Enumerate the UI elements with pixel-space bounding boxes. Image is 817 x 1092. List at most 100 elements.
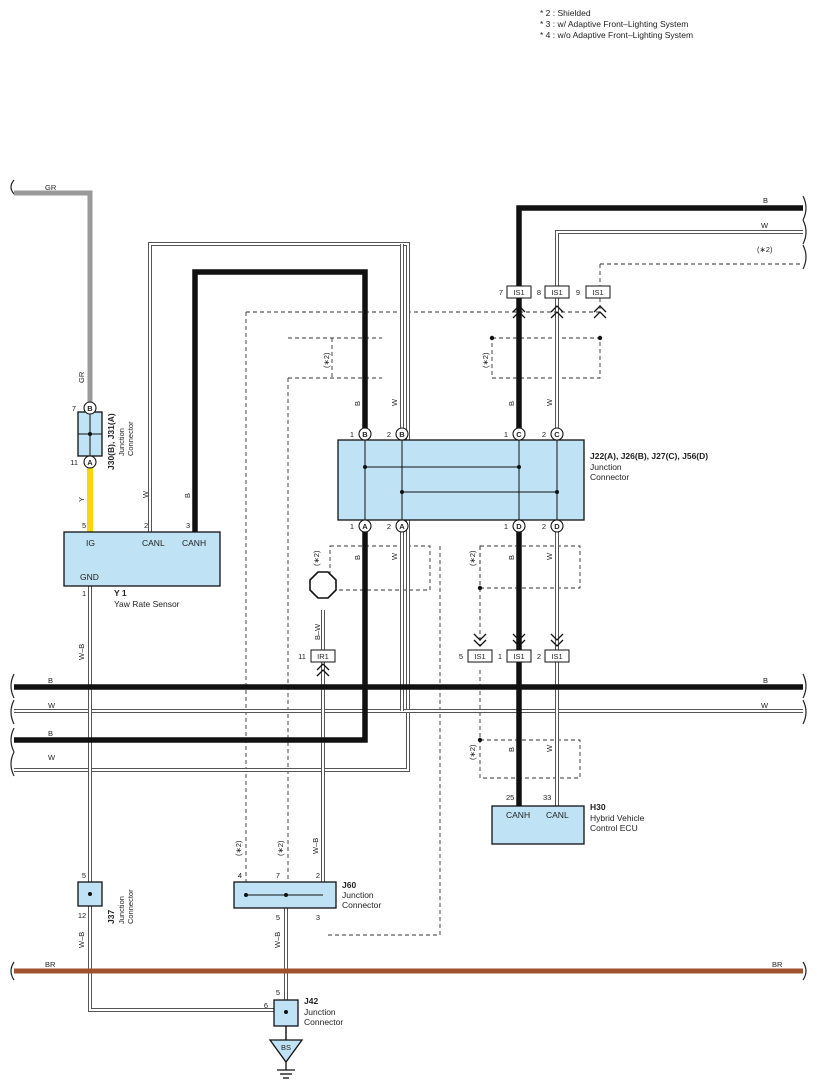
wire-label-w-right: W: [761, 701, 769, 710]
inline-connectors-is1-top: IS1 7 IS1 8 IS1 9: [499, 285, 611, 319]
j30-letter-top: B: [87, 404, 93, 413]
y1-name: Yaw Rate Sensor: [114, 599, 180, 609]
ground-bs: BS: [268, 1026, 304, 1079]
j22-bottom-pin-4-letter: D: [554, 522, 560, 531]
j42-id: J42: [304, 996, 318, 1006]
label-wb-ir1: W–B: [311, 838, 320, 854]
wire-label-b-left-2: B: [48, 729, 53, 738]
j22-id: J22(A), J26(B), J27(C), J56(D): [590, 451, 708, 461]
j60-pin-top-3: 2: [316, 871, 320, 880]
y1-pinnum-ig: 5: [82, 521, 86, 530]
j22-bottom-pin-3-num: 1: [504, 522, 508, 531]
j22-bottom-pins: A 1 A 2 D 1 D 2: [350, 519, 564, 533]
label-w-j22b2: W: [390, 398, 399, 406]
ground-label: BS: [281, 1043, 291, 1052]
inline-connector-ir1: IR1 11: [298, 571, 337, 677]
harness-labels: B W B W B W B W (∗2): [48, 196, 773, 762]
y1-pinnum-canl: 2: [144, 521, 148, 530]
label-w-j22a2: W: [390, 552, 399, 560]
label-shield-7: (∗2): [276, 840, 285, 856]
label-w-j22c2: W: [545, 398, 554, 406]
j30-name-1: Junction: [117, 428, 126, 456]
j30-id: J30(B), J31(A): [106, 413, 116, 470]
connector-j60: 4 7 2 5 3 J60 Junction Connector: [233, 871, 381, 922]
wire-gr: [14, 190, 93, 402]
j60-id: J60: [342, 880, 356, 890]
j22-top-pin-2-letter: B: [399, 430, 405, 439]
is1-top-2-label: IS1: [551, 288, 562, 297]
j22-top-pin-3-num: 1: [504, 430, 508, 439]
ir1-num: 11: [298, 652, 306, 661]
label-b-j22c1: B: [507, 401, 516, 406]
note-shielded: * 2 : Shielded: [540, 8, 591, 18]
j37-pin-bottom: 12: [78, 911, 86, 920]
j22-name-2: Connector: [590, 472, 629, 482]
h30-pin-canl: CANL: [546, 810, 569, 820]
j37-name-2: Connector: [126, 889, 135, 924]
label-bw: B–W: [313, 623, 322, 640]
wire-label-b-left-1: B: [48, 676, 53, 685]
component-y1-yaw-rate-sensor: IG CANL CANH GND 5 2 3 1 Y 1 Yaw Rate Se…: [63, 521, 221, 609]
wire-label-gr-vertical: GR: [77, 371, 86, 383]
j60-name-2: Connector: [342, 900, 381, 910]
label-shield-2: (∗2): [481, 352, 490, 368]
y1-pinnum-gnd: 1: [82, 589, 86, 598]
label-shield-6: (∗2): [234, 840, 243, 856]
is1-top-3-label: IS1: [592, 288, 603, 297]
is1-bottom-3-label: IS1: [551, 652, 562, 661]
harness-brackets: [10, 179, 807, 981]
y1-pin-ig: IG: [86, 538, 95, 548]
vertical-wire-labels: W B B W B W (∗2) (∗2) B W (∗2) B–W B W (…: [77, 352, 554, 948]
label-wb-j60: W–B: [273, 932, 282, 948]
note-with-afs: * 3 : w/ Adaptive Front–Lighting System: [540, 19, 688, 29]
j42-name-2: Connector: [304, 1017, 343, 1027]
notes: * 2 : Shielded * 3 : w/ Adaptive Front–L…: [540, 8, 693, 40]
label-b-h30: B: [507, 747, 516, 752]
y1-pin-canh: CANH: [182, 538, 206, 548]
j22-name-1: Junction: [590, 462, 622, 472]
label-wb-y1: W–B: [77, 644, 86, 660]
terminal-octagon-icon: [309, 571, 337, 599]
j37-pin-top: 5: [82, 871, 86, 880]
j22-bottom-pin-4-num: 2: [542, 522, 546, 531]
label-wb-j37: W–B: [77, 932, 86, 948]
y1-id: Y 1: [114, 588, 127, 598]
h30-pinnum-canl: 33: [543, 793, 551, 802]
j22-top-pin-1-letter: B: [362, 430, 368, 439]
is1-bottom-3-num: 2: [537, 652, 541, 661]
connector-j30-j31: B A 7 11 J30(B), J31(A) Junction Connect…: [70, 401, 135, 470]
j30-pin-bottom: 11: [70, 458, 78, 467]
j22-top-pins: B 1 B 2 C 1 C 2: [350, 427, 564, 441]
black-wires: [14, 205, 803, 806]
connector-j22-j26-j27-j56: B 1 B 2 C 1 C 2 A 1 A 2 D 1 D 2 J22(A), …: [337, 427, 708, 533]
label-shield-1: (∗2): [322, 352, 331, 368]
j42-name-1: Junction: [304, 1007, 336, 1017]
is1-bottom-2-num: 1: [498, 652, 502, 661]
h30-pinnum-canh: 25: [506, 793, 514, 802]
h30-pin-canh: CANH: [506, 810, 530, 820]
j60-pin-top-2: 7: [276, 871, 280, 880]
wire-label-w-top-right: W: [761, 221, 769, 230]
j22-top-pin-3-letter: C: [516, 430, 522, 439]
note-without-afs: * 4 : w/o Adaptive Front–Lighting System: [540, 30, 693, 40]
wire-label-w-left-2: W: [48, 753, 56, 762]
j22-top-pin-1-num: 1: [350, 430, 354, 439]
j60-name-1: Junction: [342, 890, 374, 900]
j22-top-pin-4-letter: C: [554, 430, 560, 439]
wire-label-br-left: BR: [45, 960, 56, 969]
h30-id: H30: [590, 802, 606, 812]
is1-bottom-2-label: IS1: [513, 652, 524, 661]
j60-pin-bottom-2: 3: [316, 913, 320, 922]
label-w-j22d2: W: [545, 552, 554, 560]
j37-id: J37: [106, 910, 116, 924]
is1-top-1-num: 7: [499, 288, 503, 297]
j22-bottom-pin-2-letter: A: [399, 522, 405, 531]
is1-top-3-num: 9: [576, 288, 580, 297]
wire-label-b-top-right: B: [763, 196, 768, 205]
y1-pinnum-canh: 3: [186, 521, 190, 530]
wire-label-br-right: BR: [772, 960, 783, 969]
j22-bottom-pin-3-letter: D: [516, 522, 522, 531]
label-w-h30: W: [545, 744, 554, 752]
label-b-j22d1: B: [507, 555, 516, 560]
